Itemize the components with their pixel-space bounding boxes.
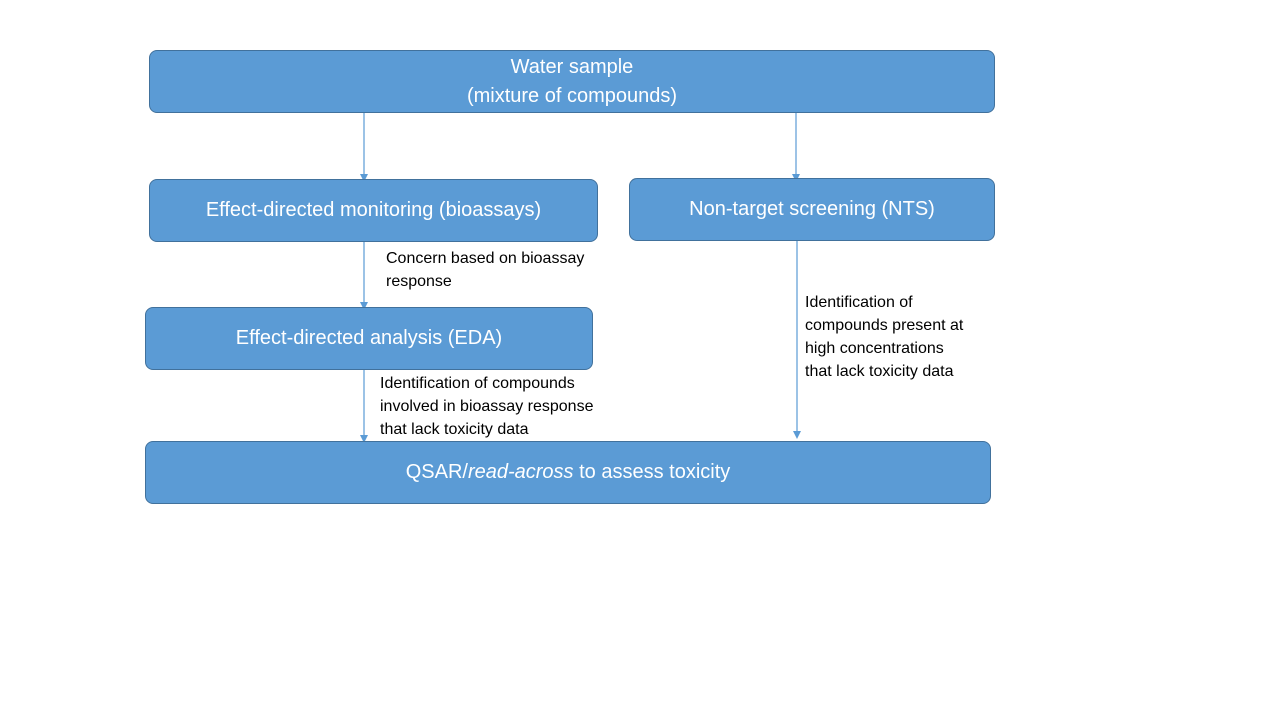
qsar-label-prefix: QSAR/ — [405, 461, 468, 483]
water-sample-title: Water sample — [510, 55, 634, 78]
qsar-label-suffix: to assess toxicity — [573, 461, 731, 483]
non-target-screening-label: Non-target screening (NTS) — [689, 198, 935, 220]
edge-label-eda-line1: Identification of compounds — [380, 375, 575, 392]
node-effect-directed-analysis: Effect-directed analysis (EDA) — [145, 307, 593, 370]
qsar-label-italic: read-across — [467, 461, 574, 483]
edge-label-concern: Concern based on bioassay response — [386, 247, 584, 293]
edge-label-concern-line1: Concern based on bioassay — [386, 250, 585, 267]
node-non-target-screening: Non-target screening (NTS) — [629, 178, 995, 241]
water-sample-subtitle: (mixture of compounds) — [466, 84, 678, 107]
qsar-label: QSAR/read-across to assess toxicity — [406, 458, 731, 487]
node-qsar: QSAR/read-across to assess toxicity — [145, 441, 991, 504]
edge-label-eda-identification: Identification of compounds involved in … — [380, 372, 593, 441]
edge-label-nts-line2: compounds present at — [805, 317, 964, 334]
node-water-sample: Water sample (mixture of compounds) — [149, 50, 995, 113]
edge-label-eda-line2: involved in bioassay response — [380, 398, 594, 415]
effect-directed-monitoring-label: Effect-directed monitoring (bioassays) — [205, 199, 542, 221]
edge-label-nts-line4: that lack toxicity data — [805, 363, 954, 380]
edge-label-concern-line2: response — [386, 273, 452, 290]
edge-label-nts-line3: high concentrations — [805, 340, 944, 357]
node-effect-directed-monitoring: Effect-directed monitoring (bioassays) — [149, 179, 598, 242]
edge-label-nts-identification: Identification of compounds present at h… — [805, 291, 963, 383]
effect-directed-analysis-label: Effect-directed analysis (EDA) — [235, 327, 503, 349]
edge-label-eda-line3: that lack toxicity data — [380, 421, 529, 438]
edge-label-nts-line1: Identification of — [805, 294, 913, 311]
